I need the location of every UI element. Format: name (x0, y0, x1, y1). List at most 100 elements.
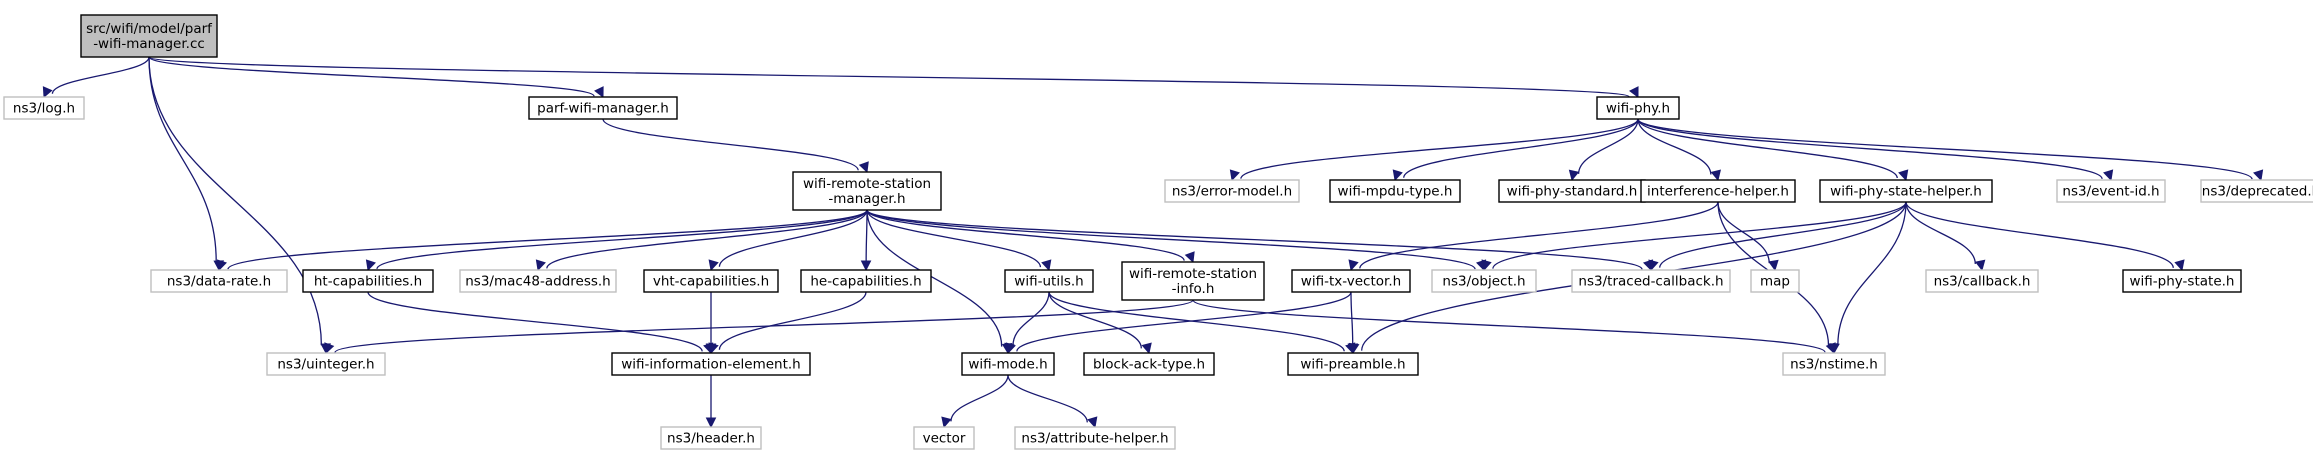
node-mac48: ns3/mac48-address.h (459, 269, 617, 293)
edge-htcap-to-wie (367, 291, 714, 355)
node-label: wifi-information-element.h (621, 357, 800, 373)
edge-arrowhead (535, 259, 546, 272)
node-txvec[interactable]: wifi-tx-vector.h (1291, 269, 1411, 293)
node-mpdu[interactable]: wifi-mpdu-type.h (1329, 179, 1461, 203)
node-label: ns3/uinteger.h (277, 357, 374, 373)
edge-root-to-uinteger (148, 56, 331, 355)
node-label: map (1760, 274, 1790, 290)
edge-root-to-parf (148, 56, 604, 99)
node-vhtcap[interactable]: vht-capabilities.h (643, 269, 779, 293)
edge-wrsm-to-vhtcap (708, 209, 868, 272)
node-box (3, 96, 85, 120)
node-utils[interactable]: wifi-utils.h (1004, 269, 1094, 293)
node-wie[interactable]: wifi-information-element.h (611, 352, 811, 376)
node-htcap[interactable]: ht-capabilities.h (302, 269, 434, 293)
edge-line (1048, 291, 1142, 349)
edge-line (227, 209, 868, 270)
node-phystd[interactable]: wifi-phy-standard.h (1498, 179, 1646, 203)
edge-arrowhead (1768, 259, 1779, 272)
edge-line (546, 209, 868, 269)
node-box (2200, 179, 2313, 203)
node-label: vht-capabilities.h (653, 274, 769, 290)
edge-rsinfo-to-uinteger (324, 299, 1194, 355)
edge-arrowhead (1392, 169, 1403, 182)
edge-wifiphy-to-deprecated (1637, 118, 2264, 182)
edge-parf-to-wrsm (602, 118, 869, 174)
node-mode[interactable]: wifi-mode.h (961, 352, 1055, 376)
node-interf[interactable]: interference-helper.h (1640, 179, 1796, 203)
node-parf[interactable]: parf-wifi-manager.h (528, 96, 678, 120)
node-pshelper[interactable]: wifi-phy-state-helper.h (1819, 179, 1993, 203)
edge-hecap-to-wie (708, 291, 867, 355)
edge-arrowhead (708, 259, 719, 272)
edge-mode-to-attrhelper (1007, 374, 1098, 429)
node-label: ns3/event-id.h (2062, 184, 2159, 200)
edge-line (1637, 118, 1898, 179)
node-label: wifi-mode.h (968, 357, 1047, 373)
node-box (1782, 352, 1886, 376)
node-uinteger: ns3/uinteger.h (266, 352, 386, 376)
edge-arrowhead (1710, 169, 1721, 182)
node-label: ns3/deprecated.h (2202, 184, 2313, 200)
node-root[interactable]: src/wifi/model/parf-wifi-manager.cc (80, 14, 218, 58)
node-wifiphy[interactable]: wifi-phy.h (1596, 96, 1680, 120)
edge-line (718, 209, 868, 267)
node-label: ns3/nstime.h (1790, 357, 1878, 373)
edge-wrsm-to-traced (866, 209, 1654, 272)
node-traced: ns3/traced-callback.h (1571, 269, 1731, 293)
node-label: -wifi-manager.cc (93, 36, 205, 52)
edge-wrsm-to-utils (866, 209, 1052, 272)
node-box (1287, 352, 1419, 376)
node-box (459, 269, 617, 293)
node-box (80, 14, 218, 58)
edge-wifiphy-to-phystd (1568, 118, 1639, 182)
edge-txvec-to-mode (1005, 291, 1352, 355)
node-preamble[interactable]: wifi-preamble.h (1287, 352, 1419, 376)
edge-arrowhead (1229, 169, 1240, 182)
node-label: ns3/header.h (667, 431, 755, 447)
node-box (2122, 269, 2242, 293)
edge-wifiphy-to-pshelper (1637, 118, 1909, 182)
node-log: ns3/log.h (3, 96, 85, 120)
edge-line (1905, 201, 1976, 265)
edge-line (865, 209, 868, 262)
edge-line (1492, 201, 1907, 269)
node-label: ns3/error-model.h (1172, 184, 1292, 200)
node-box (1164, 179, 1300, 203)
edge-arrowhead (1481, 259, 1492, 272)
edge-rsinfo-to-nstime (1192, 299, 1836, 355)
edge-arrowhead (705, 417, 717, 429)
node-hecap[interactable]: he-capabilities.h (800, 269, 932, 293)
edge-arrowhead (1629, 86, 1639, 99)
node-vector: vector (913, 426, 975, 450)
edge-arrowhead (1347, 343, 1359, 355)
node-label: he-capabilities.h (810, 274, 921, 290)
node-blockack[interactable]: block-ack-type.h (1083, 352, 1215, 376)
node-wrsm[interactable]: wifi-remote-station-manager.h (792, 171, 942, 211)
node-label: block-ack-type.h (1093, 357, 1205, 373)
edge-line (1577, 118, 1639, 174)
node-label: wifi-phy-state-helper.h (1830, 184, 1982, 200)
node-rsinfo[interactable]: wifi-remote-station-info.h (1121, 261, 1265, 301)
edge-line (334, 299, 1194, 354)
node-box (1640, 179, 1796, 203)
node-physt[interactable]: wifi-phy-state.h (2122, 269, 2242, 293)
edge-line (148, 56, 217, 262)
edge-line (1007, 374, 1088, 423)
edge-line (148, 56, 323, 346)
edge-line (1016, 291, 1352, 352)
node-box (611, 352, 811, 376)
edge-arrowhead (860, 260, 872, 272)
edge-wrsm-to-datarate (216, 209, 868, 272)
node-box (528, 96, 678, 120)
edge-line (1359, 201, 1719, 269)
node-eventid: ns3/event-id.h (2056, 179, 2166, 203)
edge-wifiphy-to-mpdu (1392, 118, 1639, 182)
edge-pshelper-to-physt (1905, 201, 2185, 272)
edge-pshelper-to-callback (1905, 201, 1986, 272)
edge-wrsm-to-rsinfo (866, 209, 1195, 264)
edge-root-to-log (42, 56, 150, 99)
node-box (961, 352, 1055, 376)
edge-line (866, 209, 1643, 270)
edge-arrowhead (941, 416, 952, 429)
